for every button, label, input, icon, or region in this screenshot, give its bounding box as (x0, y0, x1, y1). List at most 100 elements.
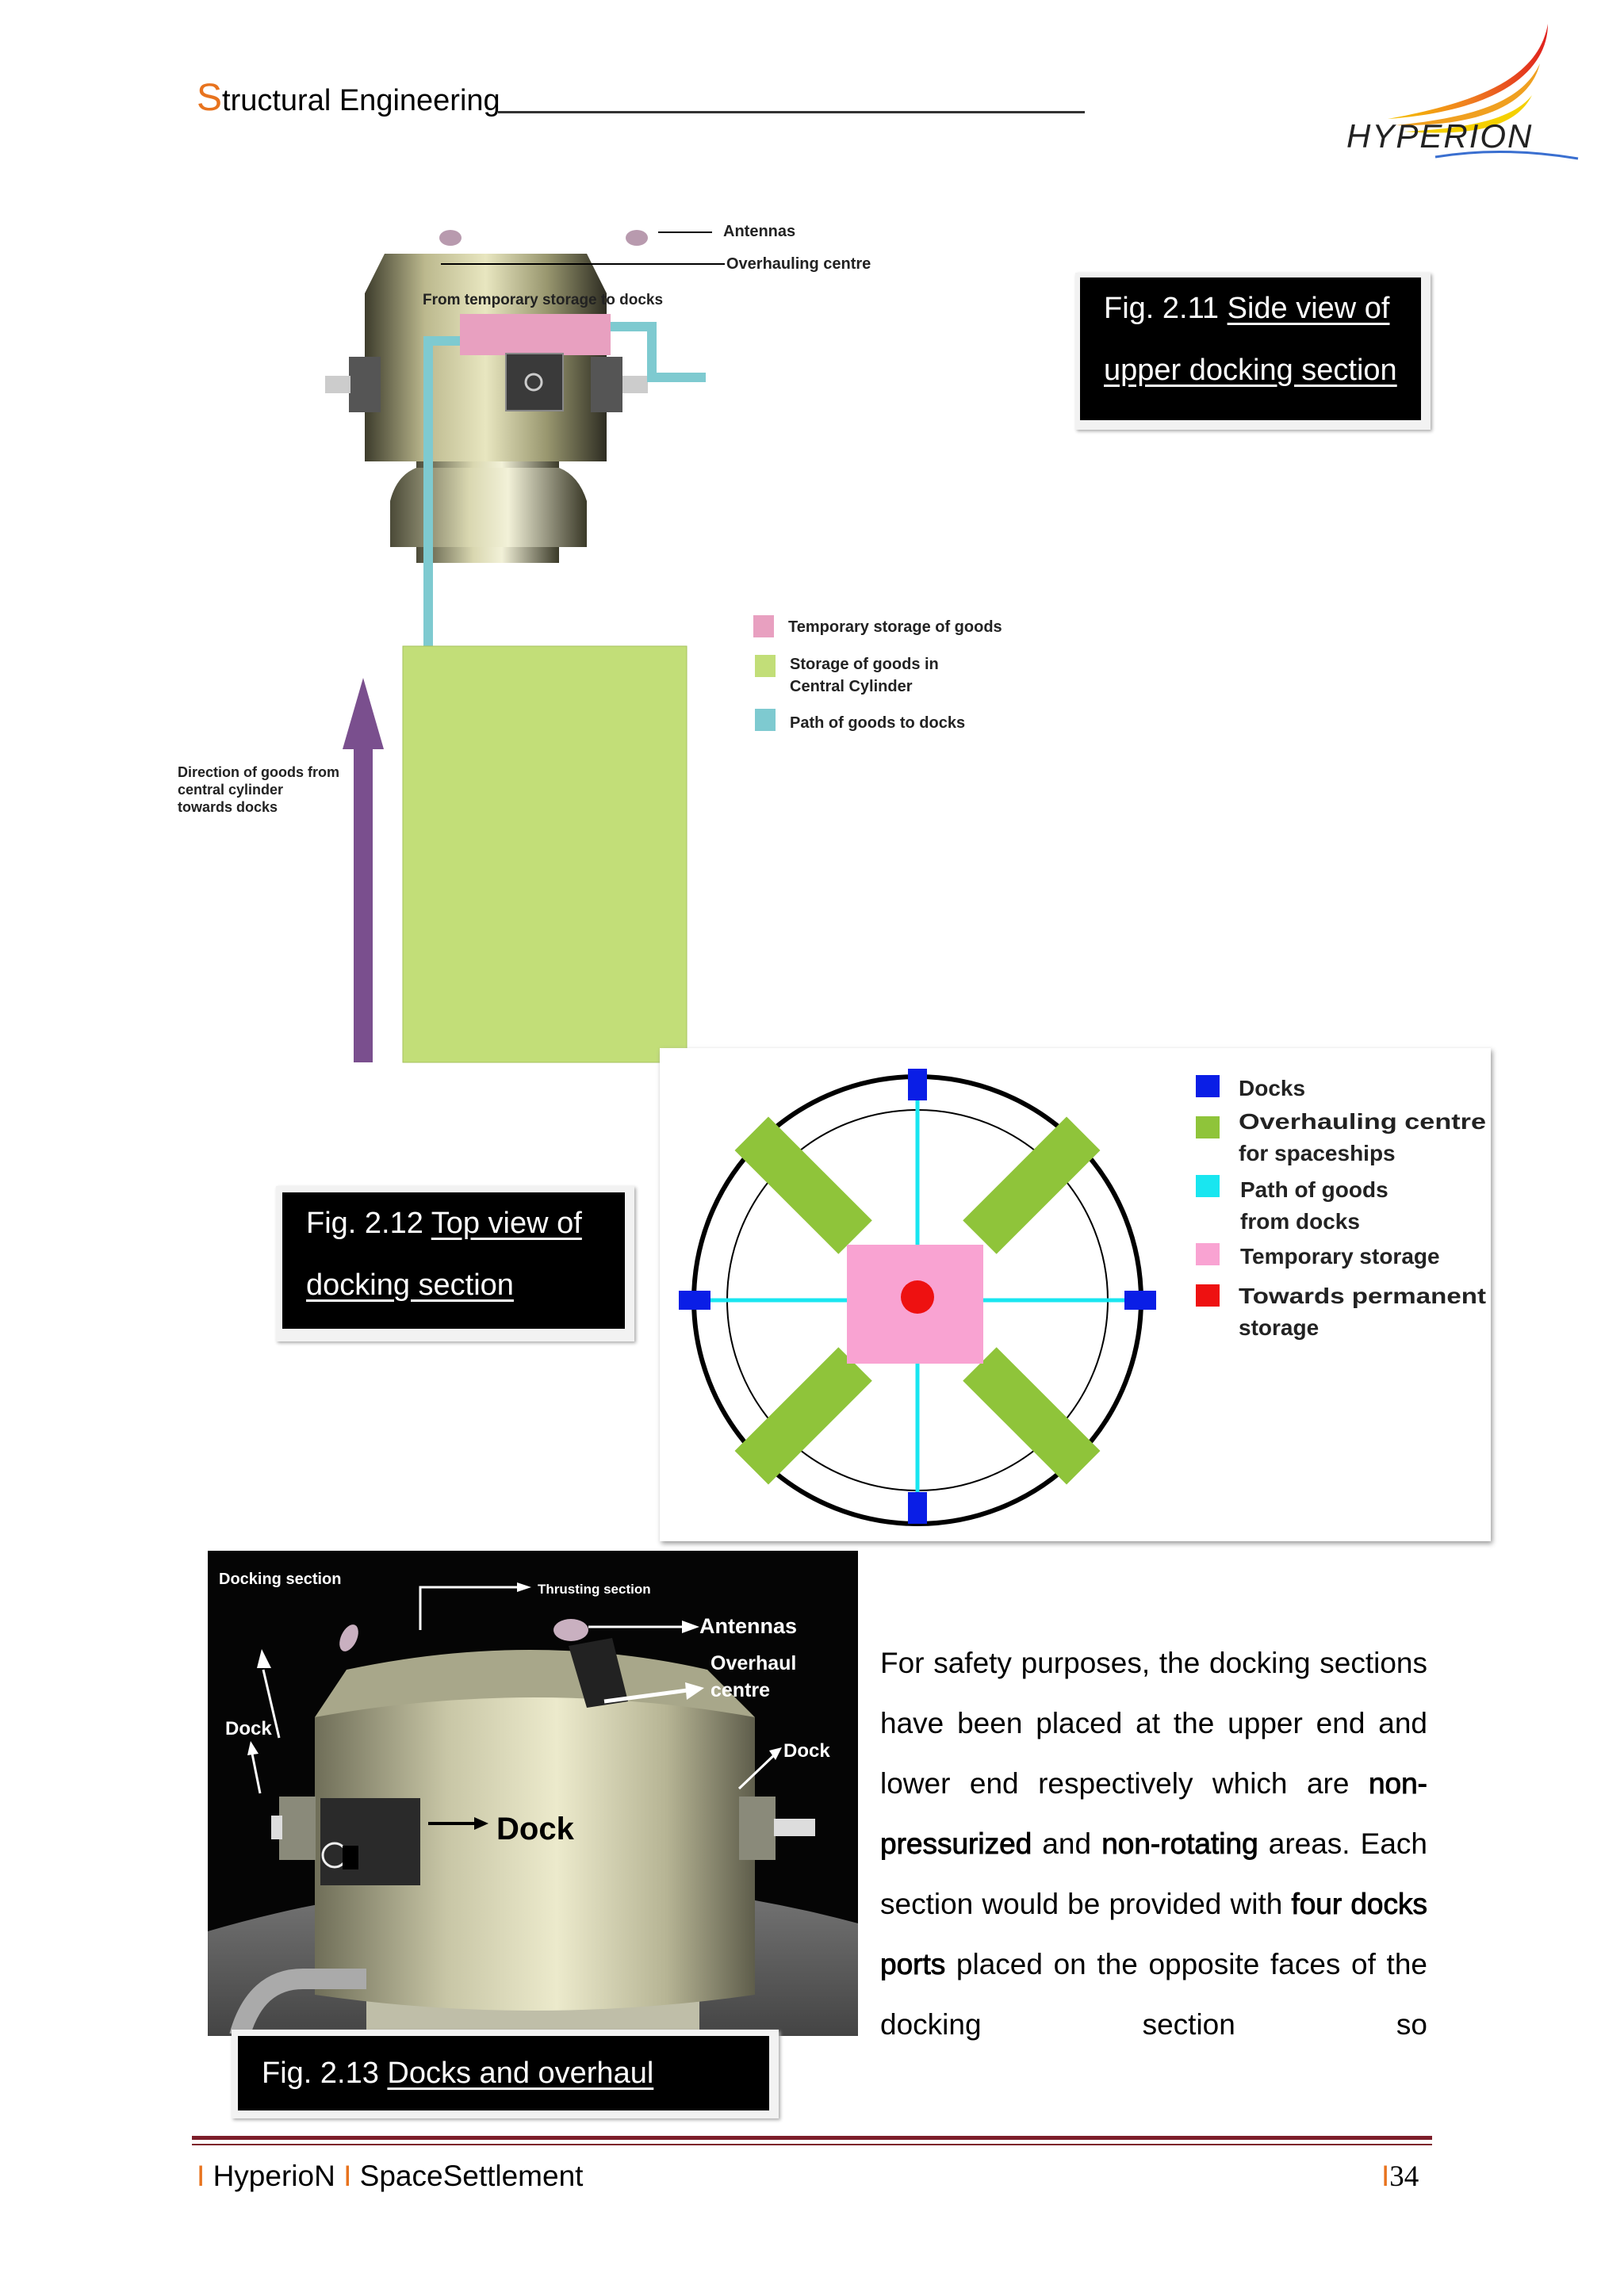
header-title: Structural Engineering (197, 77, 500, 119)
fig11-overhauling-port (524, 373, 543, 392)
footer-rule (192, 2136, 1432, 2140)
fig11-legend-swatch-path (755, 709, 776, 731)
fig12-legend-swatch-docks (1196, 1075, 1220, 1097)
fig12-overhaul-bars (734, 1116, 1101, 1485)
logo-underline (1434, 150, 1579, 160)
fig11-antenna-right (626, 230, 648, 246)
fig11-direction-arrow-shaft (354, 745, 373, 1062)
fig11-head (365, 254, 607, 461)
fig12-overhaul-se (963, 1347, 1101, 1485)
fig11-legend-storage-2: Central Cylinder (790, 678, 913, 695)
logo-swoosh-yellow (1404, 95, 1532, 133)
fig13-label-overhaul-2: centre (710, 1679, 770, 1701)
fig13-render: Docking section Thrusting section Antenn… (208, 1551, 858, 2036)
fig13-antenna-right (553, 1619, 588, 1641)
fig11-side-view-diagram: Antennas Overhauling centre From tempora… (178, 223, 1002, 1063)
fig13-label-overhaul-1: Overhaul (710, 1652, 796, 1674)
fig13-arrow-antennas-head (682, 1621, 699, 1633)
fig13-arrow-dock-right-head (769, 1747, 782, 1760)
fig12-legend-temp: Temporary storage (1240, 1244, 1440, 1269)
fig13-label-dock-center: Dock (496, 1812, 575, 1846)
fig12-dock-bottom (908, 1492, 927, 1524)
fig13-dock-front-hole (343, 1846, 358, 1869)
logo-swoosh-red (1388, 24, 1548, 119)
fig11-path-left (423, 336, 460, 650)
fig11-central-storage (402, 645, 688, 1063)
body-paragraph: For safety purposes, the docking section… (880, 1647, 1428, 2041)
fig12-permanent-storage (901, 1280, 934, 1314)
fig11-direction-1: Direction of goods from (178, 764, 339, 780)
hyperion-logo: HYPERION (1346, 24, 1579, 160)
fig12-legend-perm-1: Towards permanent (1239, 1284, 1486, 1308)
fig12-legend-path-1: Path of goods (1240, 1177, 1388, 1202)
fig11-caption: Fig. 2.11 Side view of upper docking sec… (1080, 277, 1421, 420)
fig12-legend-docks: Docks (1239, 1076, 1305, 1100)
fig13-arrow-dock-right (737, 1754, 776, 1790)
fig11-skirt (390, 468, 587, 547)
fig13-antenna-left (339, 1624, 358, 1651)
fig13-dock-right-pipe (774, 1819, 815, 1836)
fig11-label-from-temp: From temporary storage to docks (423, 292, 663, 308)
fig13-label-thrusting-section: Thrusting section (538, 1582, 651, 1597)
fig13-arrow-thrusting (419, 1586, 517, 1630)
fig12-legend-swatch-overhaul (1196, 1116, 1220, 1138)
fig11-dock-right (591, 357, 622, 412)
fig11-overhauling-window (505, 353, 564, 411)
fig11-legend-path: Path of goods to docks (790, 714, 965, 732)
fig13-arrow-dock-left-head (247, 1741, 259, 1755)
fig11-legend-swatch-temp (753, 615, 774, 637)
fig11-legend-temp: Temporary storage of goods (788, 618, 1002, 636)
fig13-label-dock-left: Dock (225, 1718, 272, 1739)
logo-text: HYPERION (1346, 117, 1533, 155)
fig13-label-dock-right: Dock (783, 1740, 830, 1762)
fig11-dock-left-pipe (325, 376, 350, 393)
fig11-label-overhauling: Overhauling centre (726, 255, 871, 273)
fig13-dock-front (320, 1798, 420, 1885)
fig11-path-right (611, 322, 706, 382)
fig13-arrow-docking-section (262, 1669, 281, 1739)
fig11-direction-arrow-head (343, 678, 384, 749)
fig13-pipe-left (229, 1969, 366, 2036)
fig13-overhaul-hatch (569, 1638, 628, 1708)
page-number: I34 (1381, 2160, 1419, 2193)
fig12-overhaul-ne (963, 1116, 1101, 1254)
fig11-dock-left (349, 357, 381, 412)
fig12-legend-swatch-path (1196, 1175, 1220, 1197)
fig13-label-antennas: Antennas (699, 1614, 797, 1638)
fig11-legend-storage-1: Storage of goods in (790, 656, 939, 673)
header-rule (498, 111, 1085, 113)
fig13-arrow-dock-center-head (474, 1817, 488, 1830)
fig12-dock-top (908, 1069, 927, 1100)
fig12-legend-perm-2: storage (1239, 1315, 1319, 1340)
fig13-body (315, 1686, 755, 2011)
fig12-legend-overhaul-2: for spaceships (1239, 1141, 1396, 1165)
fig13-dock-right (739, 1797, 776, 1860)
fig13-caption: Fig. 2.13 Docks and overhaul centre (238, 2036, 769, 2164)
fig12-legend-path-2: from docks (1240, 1209, 1360, 1234)
fig12-dock-left (679, 1291, 710, 1310)
fig13-arrow-docking-section-head (257, 1649, 271, 1668)
footer-brand: I HyperioN I SpaceSettlement (197, 2160, 584, 2192)
fig12-overhaul-sw (734, 1347, 872, 1485)
fig12-caption: Fig. 2.12 Top view of docking section (282, 1192, 625, 1329)
fig11-direction-2: central cylinder (178, 782, 283, 798)
fig13-label-docking-section: Docking section (219, 1571, 341, 1588)
footer-rule-thin (192, 2144, 1432, 2145)
fig12-legend-swatch-temp (1196, 1243, 1220, 1265)
fig11-direction-3: towards docks (178, 799, 278, 815)
fig11-label-antennas: Antennas (723, 223, 795, 240)
fig13-arrow-dock-left (251, 1753, 262, 1794)
fig12-top-view-diagram: Docks Overhauling centre for spaceships … (679, 1069, 1486, 1526)
fig11-temporary-storage (460, 314, 611, 355)
fig13-top-bevel (315, 1650, 755, 1717)
fig12-overhaul-nw (734, 1116, 872, 1254)
fig12-dock-right (1124, 1291, 1156, 1310)
fig13-arrow-overhaul-head (685, 1682, 704, 1700)
fig13-dock-left (279, 1797, 316, 1860)
fig12-legend-swatch-perm (1196, 1284, 1220, 1307)
fig11-dock-right-pipe (622, 376, 648, 393)
fig11-antenna-left (439, 230, 462, 246)
fig12-legend-overhaul-1: Overhauling centre (1239, 1109, 1486, 1134)
fig13-dock-left-pipe (271, 1816, 282, 1839)
fig13-arrow-thrusting-head (517, 1582, 531, 1592)
